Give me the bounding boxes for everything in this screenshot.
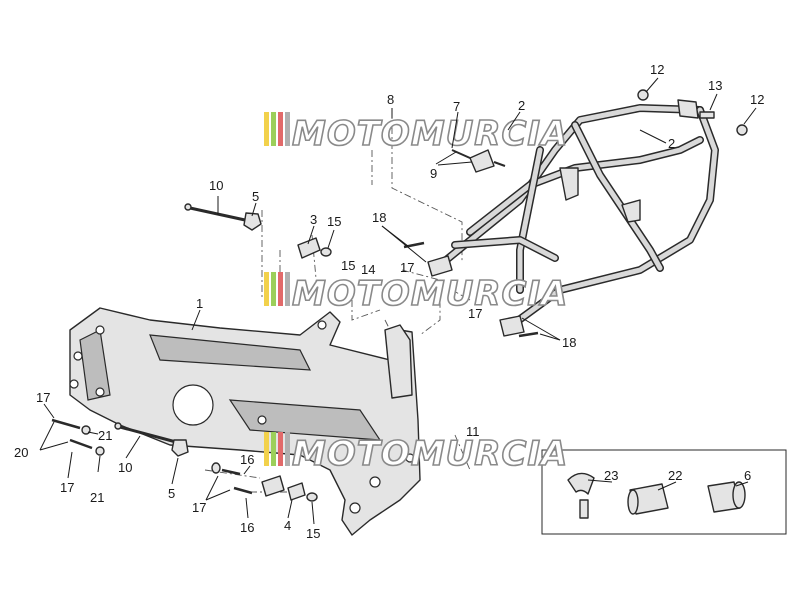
callout-15-bottom: 15 xyxy=(306,526,320,541)
callout-13: 13 xyxy=(708,78,722,93)
watermark-text-bottom: MOTOMURCIA xyxy=(292,434,568,474)
callout-16-lower: 16 xyxy=(240,520,254,535)
leader-lines xyxy=(39,77,757,525)
callout-8: 8 xyxy=(387,92,394,107)
callout-3: 3 xyxy=(310,212,317,227)
callout-22: 22 xyxy=(668,468,682,483)
hardware-parts xyxy=(51,89,748,502)
callout-12-right: 12 xyxy=(750,92,764,107)
callout-5-top: 5 xyxy=(252,189,259,204)
bushing-inset-box xyxy=(541,449,787,535)
callout-2-top: 2 xyxy=(518,98,525,113)
callout-5-bottom: 5 xyxy=(168,486,175,501)
callout-10-top: 10 xyxy=(209,178,223,193)
callout-6: 6 xyxy=(744,468,751,483)
callout-labels: 1 2 2 3 4 5 5 6 7 8 9 10 10 11 12 12 13 … xyxy=(14,62,764,541)
watermark-text-top: MOTOMURCIA xyxy=(292,114,568,154)
callout-21-top: 21 xyxy=(98,428,112,443)
callout-12-left: 12 xyxy=(650,62,664,77)
callout-14: 14 xyxy=(361,262,375,277)
callout-17-left-top: 17 xyxy=(36,390,50,405)
watermark-bottom: MOTOMURCIA xyxy=(264,432,568,475)
main-frame-part xyxy=(69,307,421,536)
callout-15-mid: 15 xyxy=(341,258,355,273)
callout-17-lower: 17 xyxy=(192,500,206,515)
callout-7: 7 xyxy=(453,99,460,114)
callout-1: 1 xyxy=(196,296,203,311)
callout-4: 4 xyxy=(284,518,291,533)
callout-11: 11 xyxy=(466,424,480,439)
callout-17-sub-top: 17 xyxy=(400,260,414,275)
callout-21-bottom: 21 xyxy=(90,490,104,505)
callout-15-top: 15 xyxy=(327,214,341,229)
callout-16-upper: 16 xyxy=(240,452,254,467)
rear-subframe-part xyxy=(427,99,719,337)
callout-18-lower: 18 xyxy=(562,335,576,350)
callout-20: 20 xyxy=(14,445,28,460)
watermark-middle: MOTOMURCIA xyxy=(264,272,568,315)
callout-9: 9 xyxy=(430,166,437,181)
callout-18-upper: 18 xyxy=(372,210,386,225)
watermark-text-middle: MOTOMURCIA xyxy=(292,274,568,314)
watermark-top: MOTOMURCIA xyxy=(264,112,568,155)
callout-23: 23 xyxy=(604,468,618,483)
callout-17-left-bottom: 17 xyxy=(60,480,74,495)
callout-10-bottom: 10 xyxy=(118,460,132,475)
callout-17-sub-mid: 17 xyxy=(468,306,482,321)
callout-2-right: 2 xyxy=(668,136,675,151)
